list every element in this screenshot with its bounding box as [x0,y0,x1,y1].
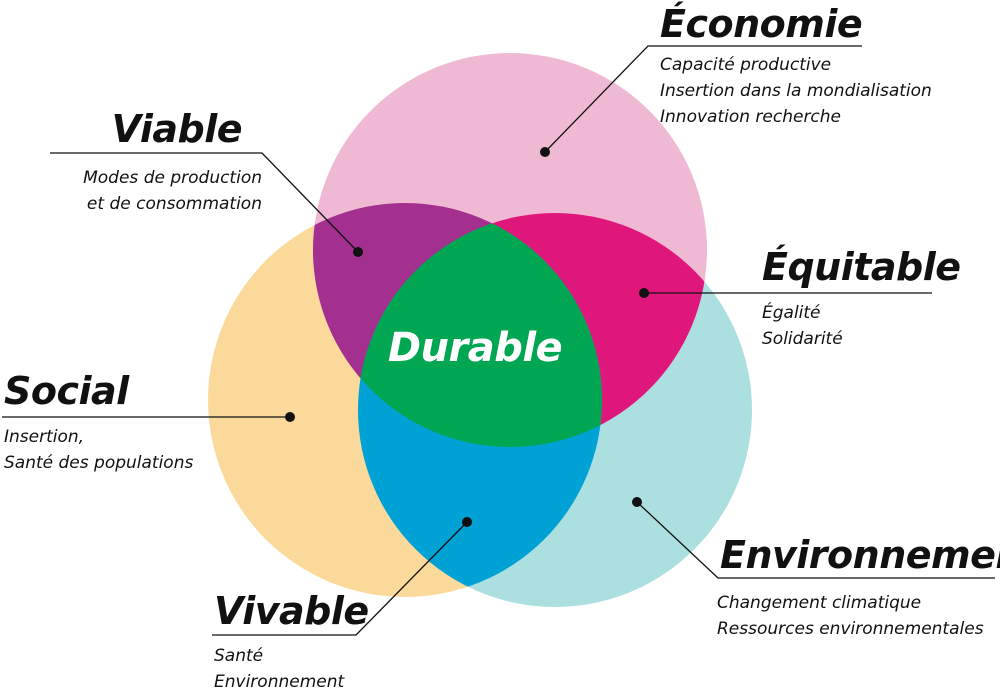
title-vivable: Vivable [214,589,369,633]
dot-vivable [462,517,472,527]
desc-economie-line: Insertion dans la mondialisation [660,81,932,101]
desc-environnement: Changement climatique Ressources environ… [717,590,984,642]
desc-viable-line: et de consommation [86,194,262,214]
desc-social-line: Santé des populations [4,453,194,473]
leader-viable [50,152,359,253]
dot-economie [540,147,550,157]
desc-vivable: Santé Environnement [214,643,344,691]
desc-vivable-line: Santé [214,646,264,666]
dot-equitable [639,288,649,298]
desc-economie-line: Innovation recherche [660,107,842,127]
desc-environnement-line: Changement climatique [717,593,922,613]
desc-vivable-line: Environnement [214,672,345,691]
desc-social: Insertion, Santé des populations [4,424,193,476]
desc-economie: Capacité productive Insertion dans la mo… [660,52,932,130]
region-durable [358,213,602,447]
dot-viable [353,247,363,257]
desc-social-line: Insertion, [4,427,85,447]
title-social: Social [4,369,129,413]
dot-environnement [632,497,642,507]
desc-equitable: Égalité Solidarité [762,300,843,352]
leader-economie [544,45,862,153]
desc-viable-line: Modes de production [83,168,262,188]
title-viable: Viable [111,107,243,151]
title-environnement: Environnement [720,533,1000,577]
dot-social [285,412,295,422]
leader-vivable [212,521,468,636]
title-economie: Économie [660,2,863,46]
desc-environnement-line: Ressources environnementales [717,619,984,639]
desc-equitable-line: Solidarité [762,329,843,349]
desc-economie-line: Capacité productive [660,55,832,75]
center-label-durable: Durable [387,325,563,371]
desc-viable: Modes de production et de consommation [20,165,262,217]
desc-equitable-line: Égalité [762,303,821,323]
leader-environnement [636,501,995,579]
title-equitable: Équitable [762,245,961,289]
